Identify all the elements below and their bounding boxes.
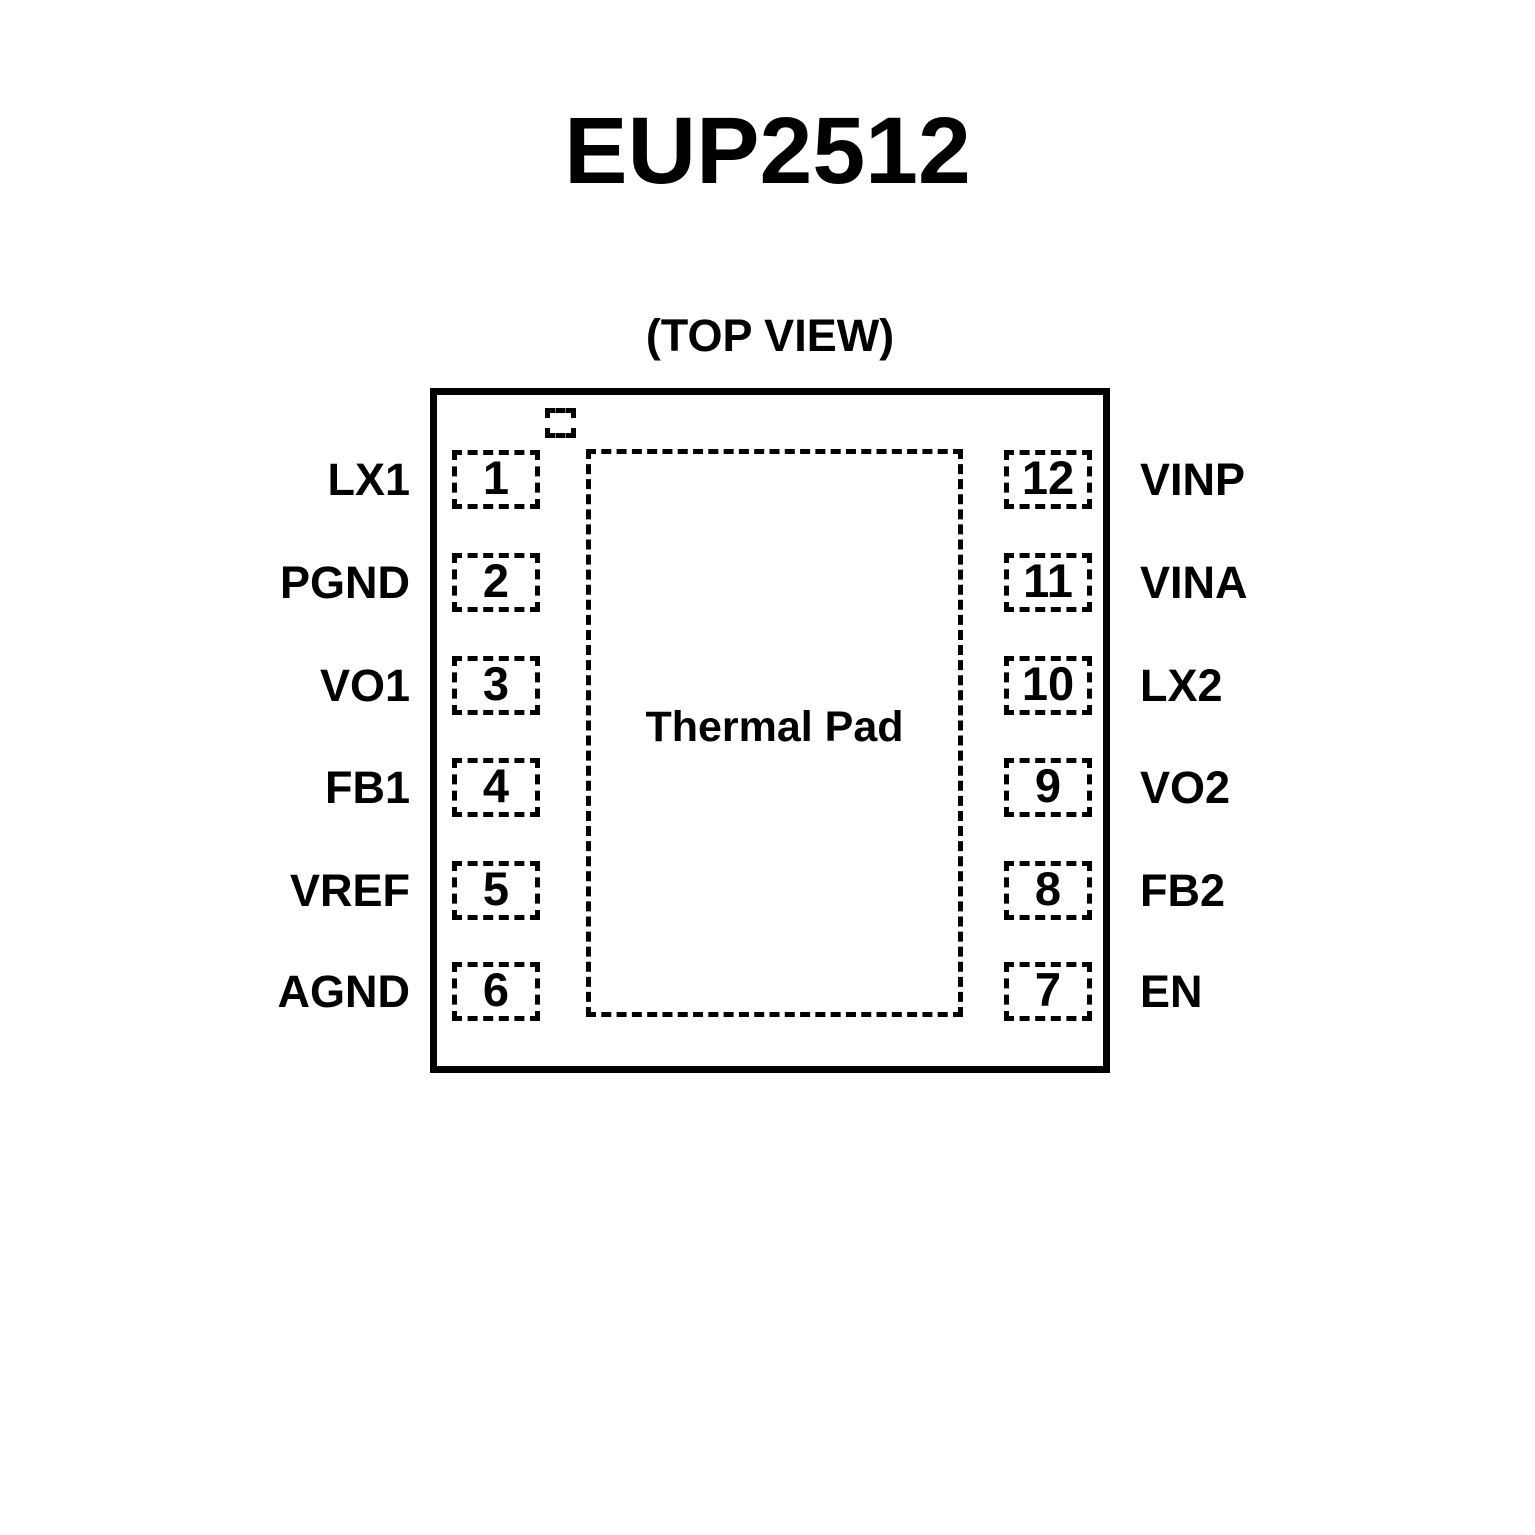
pin-pad-3[interactable]: 3: [452, 656, 540, 715]
pin-number-9: 9: [1034, 759, 1062, 812]
pin-pad-5[interactable]: 5: [452, 861, 540, 920]
pin-label-vina: VINA: [1140, 557, 1248, 608]
pin-pad-8[interactable]: 8: [1004, 861, 1092, 920]
pin-label-vref: VREF: [289, 865, 410, 916]
pin-number-10: 10: [1021, 657, 1075, 710]
pin-pad-9[interactable]: 9: [1004, 758, 1092, 817]
pin-pad-4[interactable]: 4: [452, 758, 540, 817]
pin-number-7: 7: [1034, 963, 1062, 1016]
pin-label-vo1: VO1: [319, 660, 410, 711]
pin-label-pgnd: PGND: [279, 557, 410, 608]
pin-number-5: 5: [482, 862, 510, 915]
pin-label-en: EN: [1140, 966, 1203, 1017]
pin-label-fb2: FB2: [1140, 865, 1226, 916]
package-body-outline: [430, 388, 1110, 1073]
pin-number-6: 6: [482, 963, 510, 1016]
pin-label-fb1: FB1: [324, 762, 410, 813]
pin-label-agnd: AGND: [277, 966, 411, 1017]
thermal-pad-label: Thermal Pad: [645, 703, 904, 751]
pin-number-12: 12: [1021, 451, 1075, 504]
pin-number-3: 3: [482, 657, 510, 710]
pin-number-1: 1: [482, 451, 510, 504]
view-orientation-label: (TOP VIEW): [645, 310, 895, 361]
pin-pad-6[interactable]: 6: [452, 962, 540, 1021]
pin-pad-2[interactable]: 2: [452, 553, 540, 612]
pin-number-4: 4: [482, 759, 510, 812]
pin-pad-7[interactable]: 7: [1004, 962, 1092, 1021]
pin-label-vinp: VINP: [1140, 454, 1246, 505]
pin-number-2: 2: [482, 554, 510, 607]
pin-number-11: 11: [1023, 554, 1073, 607]
pin-pad-12[interactable]: 12: [1004, 450, 1092, 509]
pin-pad-10[interactable]: 10: [1004, 656, 1092, 715]
pin-label-vo2: VO2: [1140, 762, 1231, 813]
pin1-indicator-icon: [545, 408, 576, 438]
pin-label-lx1: LX1: [327, 454, 410, 505]
pin-pad-11[interactable]: 11: [1004, 553, 1092, 612]
thermal-pad-outline: [586, 449, 963, 1017]
pin-label-lx2: LX2: [1140, 660, 1223, 711]
pin-number-8: 8: [1034, 862, 1062, 915]
page-title: EUP2512: [564, 98, 971, 204]
pin-pad-1[interactable]: 1: [452, 450, 540, 509]
